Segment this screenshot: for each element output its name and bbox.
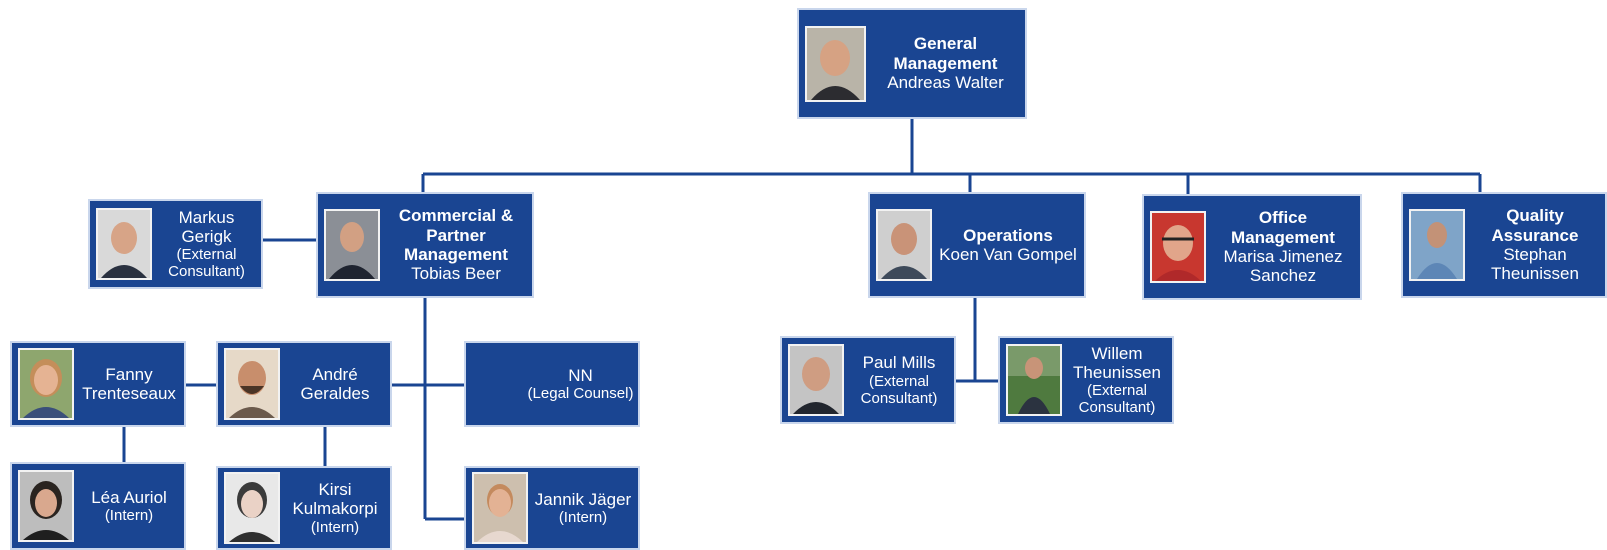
node-title: Quality Assurance — [1491, 206, 1579, 245]
node-general-management[interactable]: General Management Andreas Walter — [797, 8, 1027, 119]
node-note: (Intern) — [310, 518, 360, 536]
avatar — [472, 472, 528, 544]
node-name: Koen Van Gompel — [939, 245, 1077, 264]
node-note: (Legal Counsel) — [527, 385, 634, 403]
avatar — [18, 348, 74, 420]
node-nn-legal-counsel[interactable]: NN (Legal Counsel) — [464, 341, 640, 427]
node-paul-mills[interactable]: Paul Mills (External Consultant) — [780, 336, 956, 424]
node-note: (Intern) — [558, 509, 608, 527]
node-note: (External Consultant) — [168, 246, 245, 281]
avatar — [224, 472, 280, 544]
node-quality-assurance[interactable]: Quality Assurance Stephan Theunissen — [1401, 192, 1607, 298]
avatar — [1409, 209, 1465, 281]
node-note: (Intern) — [104, 507, 154, 525]
node-office-management[interactable]: Office Management Marisa Jimenez Sanchez — [1142, 194, 1362, 300]
node-operations[interactable]: Operations Koen Van Gompel — [868, 192, 1086, 298]
node-name: Markus Gerigk — [178, 207, 235, 246]
avatar — [1006, 344, 1062, 416]
node-name: Andreas Walter — [887, 73, 1004, 93]
node-andre-geraldes[interactable]: André Geraldes — [216, 341, 392, 427]
node-name: Léa Auriol — [91, 487, 167, 507]
node-willem-theunissen[interactable]: Willem Theunissen (External Consultant) — [998, 336, 1174, 424]
node-note: (External Consultant) — [1078, 382, 1156, 417]
node-name: Tobias Beer — [411, 264, 501, 284]
node-lea-auriol[interactable]: Léa Auriol (Intern) — [10, 462, 186, 550]
node-name: Kirsi Kulmakorpi — [292, 480, 378, 519]
node-name: Marisa Jimenez Sanchez — [1223, 247, 1343, 286]
avatar — [224, 348, 280, 420]
node-jannik-jaeger[interactable]: Jannik Jäger (Intern) — [464, 466, 640, 550]
node-name: Stephan Theunissen — [1491, 245, 1579, 284]
node-name: NN — [568, 365, 593, 385]
node-title: General Management — [893, 34, 998, 73]
avatar — [1150, 211, 1206, 283]
node-title: Office Management — [1231, 208, 1335, 247]
avatar — [96, 208, 152, 280]
node-markus-gerigk[interactable]: Markus Gerigk (External Consultant) — [88, 199, 263, 289]
node-title: Operations — [963, 225, 1053, 245]
node-name: Jannik Jäger — [534, 489, 632, 509]
node-name: Paul Mills — [862, 353, 936, 373]
node-kirsi-kulmakorpi[interactable]: Kirsi Kulmakorpi (Intern) — [216, 466, 392, 550]
node-commercial-partner-management[interactable]: Commercial & Partner Management Tobias B… — [316, 192, 534, 298]
avatar — [324, 209, 380, 281]
avatar — [18, 470, 74, 542]
node-note: (External Consultant) — [860, 372, 938, 407]
node-title: Commercial & Partner Management — [398, 206, 514, 264]
avatar — [876, 209, 932, 281]
avatar — [788, 344, 844, 416]
node-name: André Geraldes — [300, 364, 370, 403]
node-fanny-trenteseaux[interactable]: Fanny Trenteseaux — [10, 341, 186, 427]
node-name: Willem Theunissen — [1073, 343, 1161, 382]
avatar — [805, 25, 866, 102]
node-name: Fanny Trenteseaux — [82, 364, 176, 403]
